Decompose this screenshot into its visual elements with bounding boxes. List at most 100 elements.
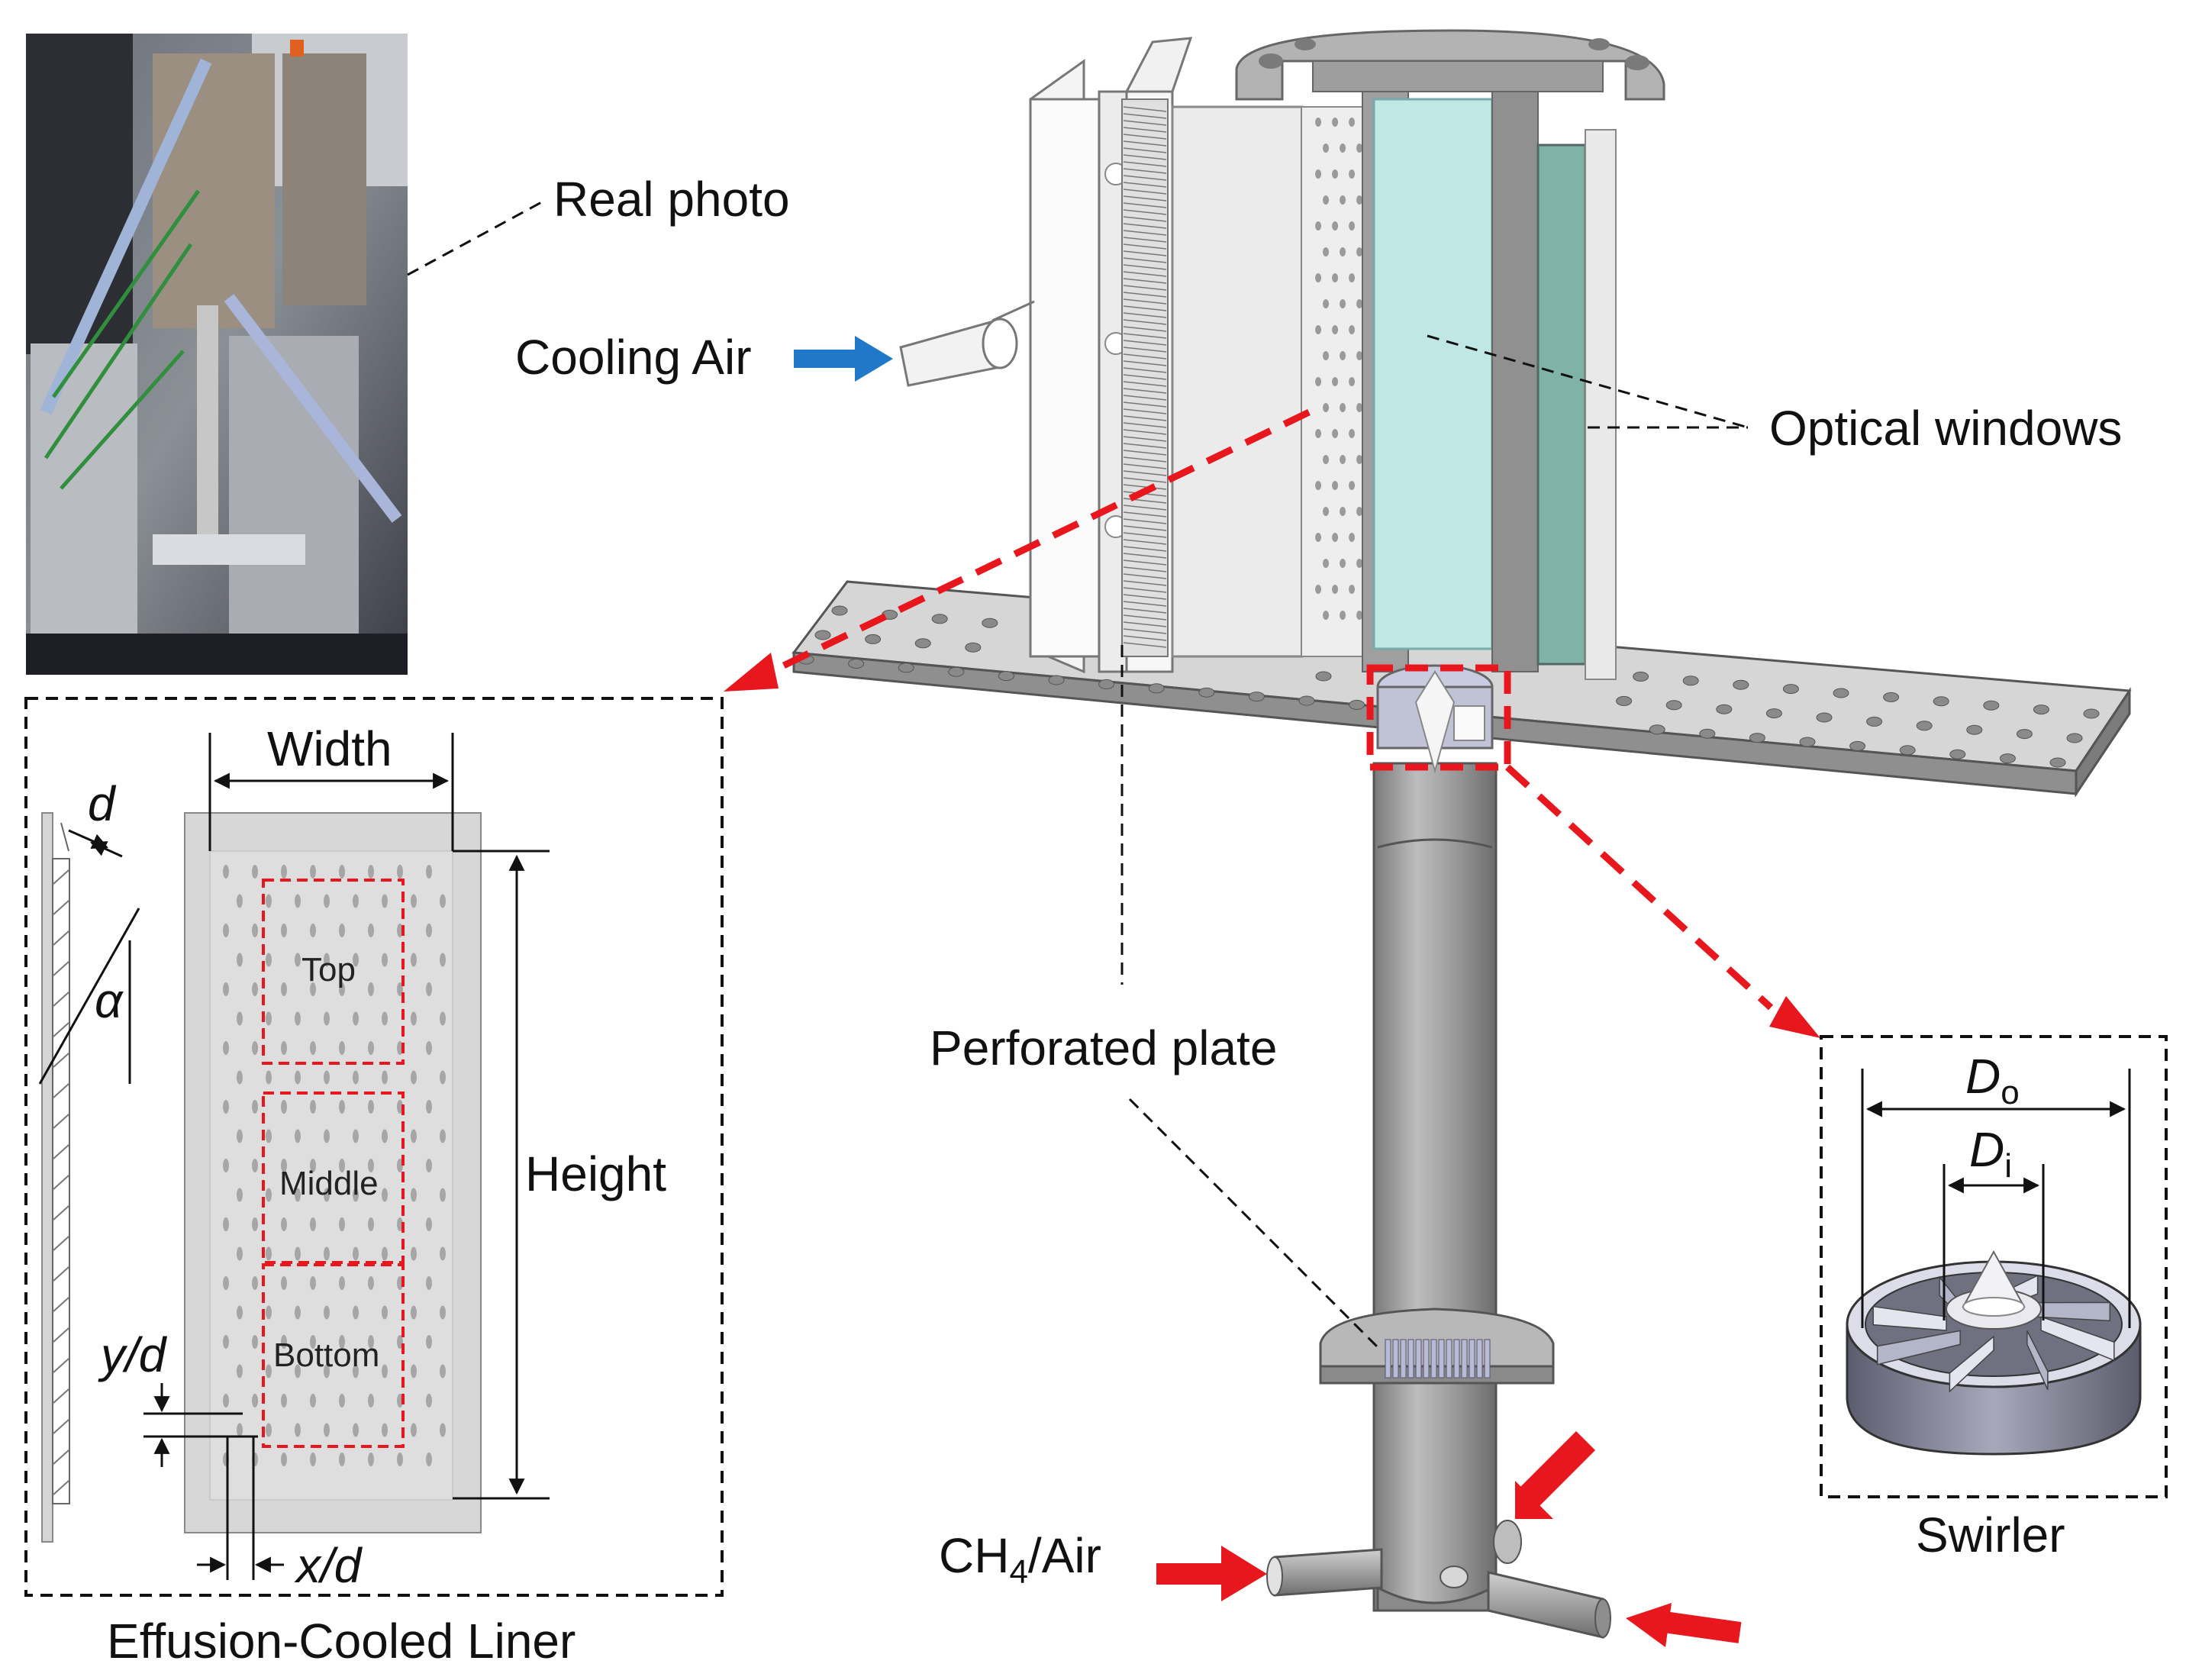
liner-hatch-line bbox=[1123, 415, 1167, 421]
effusion-hole bbox=[368, 865, 374, 879]
perforated-plate-fin bbox=[1415, 1339, 1422, 1379]
cooling-air-arrow bbox=[794, 336, 893, 382]
plate-hole bbox=[1098, 679, 1115, 689]
liner-hatch-line bbox=[1123, 587, 1167, 593]
liner-dot bbox=[1356, 611, 1363, 620]
liner-hatch-line bbox=[1123, 127, 1167, 133]
liner-dot bbox=[1315, 273, 1322, 282]
liner-hatch-line bbox=[1123, 292, 1167, 298]
swirler-highlight-box bbox=[1366, 664, 1511, 771]
swirler-vane bbox=[1949, 1335, 1994, 1393]
effusion-hole bbox=[382, 953, 388, 967]
liner-dot bbox=[1323, 403, 1330, 412]
effusion-hole bbox=[266, 1246, 272, 1261]
effusion-hole bbox=[310, 1217, 316, 1231]
effusion-hole bbox=[440, 894, 446, 908]
side-hatch-line bbox=[53, 1114, 69, 1129]
lower-flange bbox=[1319, 1308, 1555, 1385]
optical-window-glass bbox=[1362, 91, 1617, 680]
plate-hole bbox=[1649, 724, 1665, 735]
liner-hatch-line bbox=[1123, 601, 1167, 607]
width-label: Width bbox=[267, 721, 392, 776]
width-dimension bbox=[208, 733, 550, 853]
effusion-hole bbox=[281, 1159, 287, 1172]
effusion-hole bbox=[440, 1246, 446, 1261]
plate-hole bbox=[1765, 708, 1782, 719]
plate-hole bbox=[998, 671, 1014, 682]
side-hatch-line bbox=[53, 1053, 69, 1068]
alpha-angle bbox=[38, 908, 140, 1085]
liner-dot bbox=[1349, 377, 1356, 386]
swirler-outer-diameter bbox=[1861, 1069, 2131, 1328]
liner-hatch-line bbox=[1123, 546, 1167, 552]
outer-diameter-main: D bbox=[1965, 1049, 2001, 1104]
swirler-vane bbox=[1872, 1305, 1947, 1331]
effusion-hole bbox=[252, 1276, 258, 1290]
liner-hatch-line bbox=[1123, 594, 1167, 600]
liner-dot bbox=[1323, 507, 1330, 516]
effusion-hole bbox=[295, 1305, 301, 1320]
optical-windows-leaders bbox=[1427, 334, 1749, 429]
effusion-hole bbox=[324, 1246, 330, 1261]
alpha-label: α bbox=[95, 973, 124, 1028]
liner-dot bbox=[1332, 118, 1339, 127]
side-hatch-line bbox=[53, 1236, 69, 1251]
liner-dot bbox=[1332, 221, 1339, 231]
plate-hole bbox=[848, 658, 865, 669]
plate-hole bbox=[898, 663, 914, 673]
swirler-title: Swirler bbox=[1916, 1507, 2065, 1562]
side-hatch-line bbox=[53, 1083, 69, 1098]
plate-hole bbox=[865, 634, 882, 644]
effusion-hole bbox=[266, 1188, 272, 1202]
liner-dot bbox=[1315, 169, 1322, 179]
side-hatch-line bbox=[53, 930, 69, 946]
swirler-location bbox=[1376, 664, 1494, 774]
liner-callout-arrowhead bbox=[724, 653, 779, 692]
swirler-vane bbox=[2026, 1330, 2049, 1390]
effusion-hole bbox=[281, 1394, 287, 1408]
effusion-hole bbox=[237, 953, 243, 967]
side-hatch-line bbox=[53, 1266, 69, 1282]
side-hatch-line bbox=[53, 1449, 69, 1465]
perforated-plate-fin bbox=[1476, 1339, 1483, 1379]
plate-hole bbox=[1298, 695, 1315, 706]
liner-hatch-line bbox=[1123, 566, 1167, 572]
y-over-d-dimension bbox=[143, 1383, 258, 1467]
effusion-hole bbox=[411, 1423, 417, 1437]
liner-hatch-line bbox=[1123, 401, 1167, 408]
effusion-hole bbox=[368, 1217, 374, 1231]
liner-dot bbox=[1356, 247, 1363, 256]
liner-hatch-line bbox=[1123, 553, 1167, 559]
inlet-pipe bbox=[1266, 1520, 1611, 1639]
effusion-hole bbox=[440, 1188, 446, 1202]
plate-hole bbox=[1933, 696, 1949, 707]
effusion-hole bbox=[295, 1070, 301, 1085]
liner-dot bbox=[1349, 169, 1356, 179]
effusion-hole bbox=[252, 1217, 258, 1231]
plate-hole bbox=[1949, 749, 1966, 759]
plate-hole bbox=[831, 605, 848, 616]
plate-hole bbox=[1983, 700, 2000, 711]
liner-hatch-line bbox=[1123, 340, 1167, 346]
liner-dot bbox=[1332, 429, 1339, 438]
cooling-air-label: Cooling Air bbox=[515, 330, 752, 385]
plate-hole bbox=[1682, 676, 1699, 686]
effusion-hole bbox=[310, 1394, 316, 1408]
liner-hatch-line bbox=[1123, 189, 1167, 195]
effusion-hole bbox=[411, 1305, 417, 1320]
region-bottom-label: Bottom bbox=[273, 1337, 379, 1374]
effusion-hole bbox=[310, 1100, 316, 1114]
effusion-hole bbox=[339, 865, 345, 879]
liner-hatch-line bbox=[1123, 422, 1167, 428]
liner-dot bbox=[1332, 585, 1339, 594]
perforated-plate-fin bbox=[1385, 1339, 1391, 1379]
ch4-air-subscript: 4 bbox=[1009, 1553, 1027, 1591]
effusion-hole bbox=[310, 924, 316, 937]
cooling-air-tube bbox=[899, 300, 1035, 387]
d-label: d bbox=[88, 776, 117, 831]
effusion-hole bbox=[266, 1070, 272, 1085]
effusion-hole bbox=[353, 1246, 359, 1261]
liner-hatch-line bbox=[1123, 120, 1167, 126]
effusion-hole bbox=[426, 1217, 432, 1231]
ch4-air-label: CH4/Air bbox=[939, 1528, 1101, 1591]
